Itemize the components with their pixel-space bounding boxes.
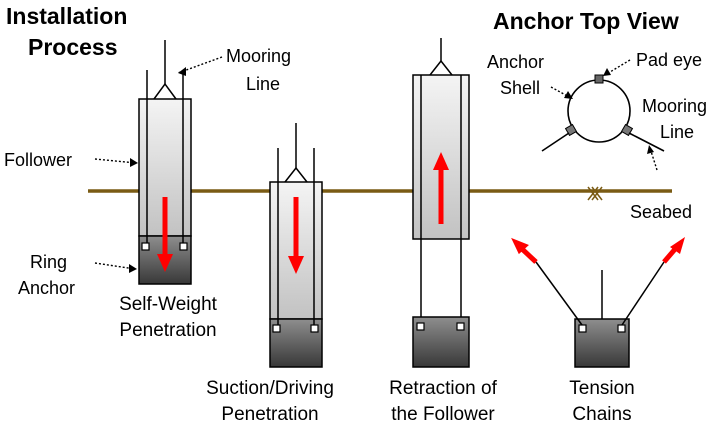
- stage1-caption-line1: Self-Weight: [119, 294, 217, 315]
- stage4-caption-line1: Tension: [569, 378, 635, 399]
- stage2-pad-eye-right: [310, 324, 319, 333]
- seabed-hatch: [587, 186, 603, 201]
- process-title-line1: Installation: [6, 3, 128, 29]
- stage3-pad-eye-left: [416, 322, 425, 331]
- ring-anchor-label-1: Ring: [30, 252, 68, 272]
- follower-label: Follower: [4, 150, 73, 170]
- stage3-pad-eye-right: [456, 322, 465, 331]
- ring-anchor-label-2: Anchor: [18, 278, 76, 298]
- top-view-assembly: [541, 74, 665, 152]
- leader-follower: [94, 158, 137, 164]
- stage2-caption-line2: Penetration: [221, 404, 319, 425]
- leader-heads: [129, 67, 654, 273]
- anchor-shell-label-2: Shell: [500, 78, 541, 98]
- top-view-pad-eye-top: [594, 74, 604, 84]
- leader-ring-anchor: [94, 262, 136, 270]
- stage4-chain-right: [621, 261, 665, 326]
- stage4-pad-eye-left: [578, 324, 587, 333]
- stage4-arrow-right: [662, 246, 678, 264]
- mooring-line-label-1: Mooring: [226, 46, 292, 66]
- stage2-pad-eye-left: [272, 324, 281, 333]
- stage1-caption-line2: Penetration: [119, 320, 217, 341]
- mooring-line-label-2: Line: [246, 74, 281, 94]
- pad-eye-label: Pad eye: [636, 50, 703, 70]
- stage1-mooring-lines: [153, 82, 177, 100]
- stage1-assembly: [138, 40, 192, 285]
- anchor-shell-label-1: Anchor: [487, 52, 545, 72]
- top-view-anchor-shell: [567, 79, 631, 143]
- stage3-caption-line2: the Follower: [391, 404, 495, 425]
- stage1-pad-eye-right: [179, 242, 188, 251]
- stage3-caption-line1: Retraction of: [389, 378, 497, 399]
- top-view-mooring-right: [628, 132, 665, 152]
- stage2-assembly: [269, 123, 323, 368]
- top-view-mooring-left: [541, 132, 570, 152]
- process-title-line2: Process: [28, 34, 118, 60]
- stage4-chain-left: [535, 261, 583, 326]
- top-mooring-label-1: Mooring: [642, 96, 708, 116]
- stage4-assembly: [511, 237, 685, 368]
- stage1-pad-eye-left: [141, 242, 150, 251]
- stage4-caption-line2: Chains: [572, 404, 632, 425]
- stage4-pad-eye-right: [617, 324, 626, 333]
- stage2-caption-line1: Suction/Driving: [206, 378, 334, 399]
- top-mooring-label-2: Line: [660, 122, 695, 142]
- top-view-title: Anchor Top View: [493, 8, 679, 34]
- stage3-assembly: [412, 38, 470, 368]
- stage4-arrow-left: [519, 246, 538, 264]
- seabed-label: Seabed: [630, 202, 693, 222]
